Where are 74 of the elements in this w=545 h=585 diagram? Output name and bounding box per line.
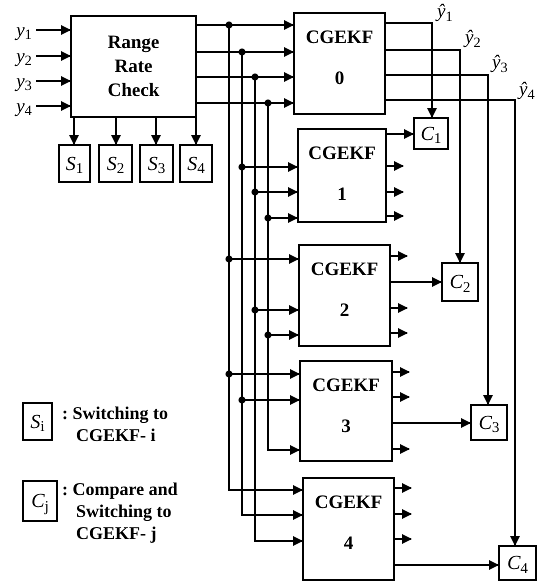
arrow xyxy=(36,101,71,111)
edge-label: ŷ$_{3}$ xyxy=(492,53,508,72)
switch-block xyxy=(22,480,58,522)
arrow xyxy=(36,25,71,35)
arrow xyxy=(391,251,408,261)
block-label: C$_{4}$ xyxy=(507,553,528,573)
switch-block xyxy=(98,144,133,183)
edge-label: ŷ$_{2}$ xyxy=(465,28,481,47)
arrow xyxy=(393,444,410,454)
arrow xyxy=(395,560,499,570)
switch-block xyxy=(179,144,213,183)
filter-block xyxy=(297,128,387,223)
block-number: 3 xyxy=(341,417,351,436)
switch-block xyxy=(22,402,53,441)
switch-block xyxy=(139,144,174,183)
block-label: C$_{2}$ xyxy=(450,272,470,292)
arrow xyxy=(386,49,465,263)
block-title: CGEKF xyxy=(308,144,376,163)
switch-block xyxy=(498,545,537,581)
arrow xyxy=(386,22,437,118)
block-label: C$_{3}$ xyxy=(478,412,500,432)
block-label: y$_{3}$ xyxy=(16,72,32,90)
arrow xyxy=(386,74,493,405)
range-check-block xyxy=(70,15,197,118)
arrow xyxy=(393,367,410,377)
arrow xyxy=(69,118,79,145)
block-label: S$_{i}$ xyxy=(30,412,45,432)
arrow xyxy=(36,51,71,61)
edge-label: ŷ$_{1}$ xyxy=(437,2,453,21)
arrow xyxy=(111,118,121,145)
filter-block xyxy=(298,244,391,347)
switch-block xyxy=(441,262,479,302)
block-title: CGEKF xyxy=(306,28,374,47)
block-title: CGEKF xyxy=(314,493,382,512)
block-title: CGEKF xyxy=(312,376,380,395)
block-number: 2 xyxy=(340,301,350,320)
block-label: S$_{1}$ xyxy=(66,154,84,174)
arrow xyxy=(393,392,410,402)
block-label: y$_{2}$ xyxy=(16,46,32,66)
block-label: S$_{4}$ xyxy=(187,154,205,174)
arrow xyxy=(386,99,520,546)
block-label: S$_{3}$ xyxy=(148,154,166,174)
arrow xyxy=(391,277,442,287)
arrow xyxy=(391,328,408,338)
block-label: Range Rate Check xyxy=(106,30,160,102)
filter-block xyxy=(302,477,395,581)
arrow xyxy=(395,483,412,493)
arrow xyxy=(191,118,201,145)
block-number: 4 xyxy=(344,534,354,553)
arrow xyxy=(151,118,161,145)
filter-block xyxy=(299,360,393,462)
switch-block xyxy=(413,117,449,150)
arrow xyxy=(387,161,404,171)
arrow xyxy=(395,509,412,519)
block-number: 1 xyxy=(337,185,347,204)
legend-description: : Switching to CGEKF- i xyxy=(62,402,170,446)
edge-label: ŷ$_{4}$ xyxy=(519,80,535,99)
arrow xyxy=(387,187,404,197)
arrow xyxy=(387,211,404,221)
block-title: CGEKF xyxy=(310,260,378,279)
filter-block xyxy=(293,12,386,115)
arrow xyxy=(395,534,412,544)
arrow xyxy=(393,418,471,428)
switch-block xyxy=(470,404,508,441)
block-number: 0 xyxy=(334,69,344,88)
block-label: y$_{1}$ xyxy=(16,20,32,40)
block-label: S$_{2}$ xyxy=(106,154,124,174)
legend-description: : Compare and Switching to CGEKF- j xyxy=(62,478,179,544)
switch-block xyxy=(58,144,91,183)
arrow xyxy=(36,76,71,86)
block-label: C$_{1}$ xyxy=(420,124,442,144)
arrow xyxy=(391,303,408,313)
arrow xyxy=(387,129,414,139)
block-label: y$_{4}$ xyxy=(16,96,32,116)
